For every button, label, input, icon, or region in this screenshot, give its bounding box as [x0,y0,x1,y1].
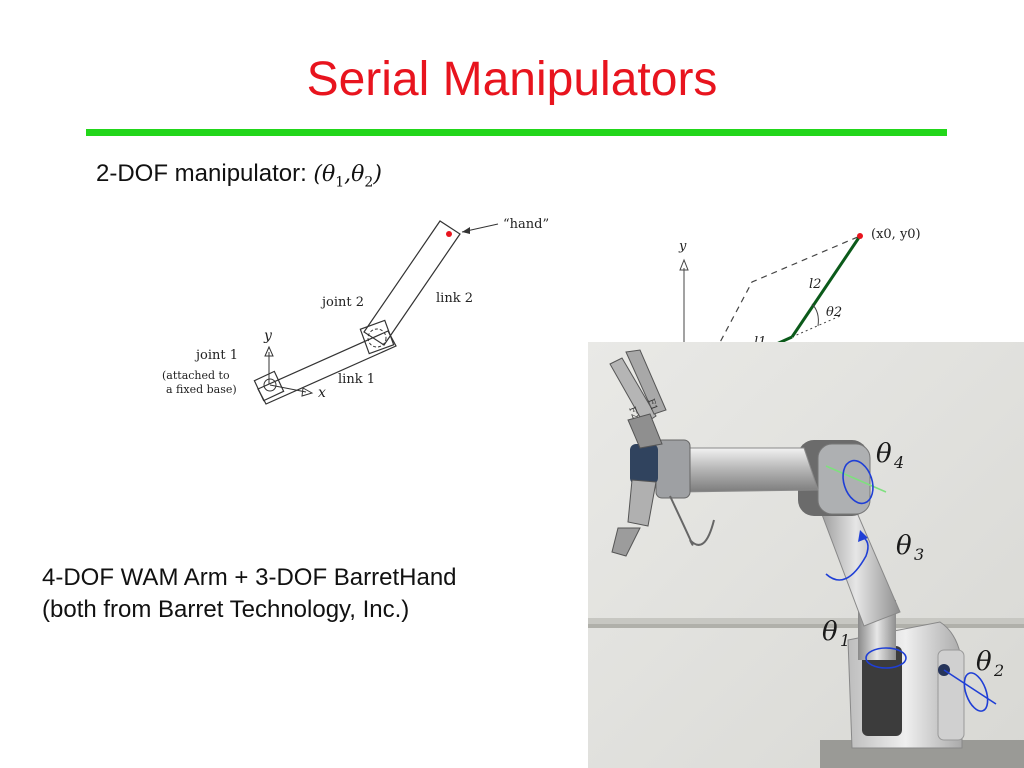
hand-label: “hand” [503,217,549,232]
joint2-box [359,319,395,355]
caption: 4-DOF WAM Arm + 3-DOF BarretHand (both f… [42,562,457,626]
finger-label-f2: F2 [626,406,639,421]
theta1-label: θ 1 [822,617,850,650]
subtitle: 2-DOF manipulator: (θ1,θ2) [96,160,382,190]
finger-label-f1: F1 [645,398,658,413]
x-axis [269,384,307,393]
x-label: x [318,385,326,401]
link2-shape [363,220,461,346]
subtitle-text: 2-DOF manipulator: [96,160,314,187]
theta3-label: θ 3 [896,531,924,564]
joint1-circle [263,378,277,392]
svg-text:4: 4 [893,453,904,472]
link1-extension [791,315,841,338]
y-label-right: y [678,239,687,254]
svg-text:θ: θ [976,647,992,677]
joint2-label: joint 2 [320,295,364,310]
y-label: y [263,328,273,344]
joint1-label: joint 1 [194,348,238,363]
svg-text:1: 1 [840,631,850,650]
caption-line1: 4-DOF WAM Arm + 3-DOF BarretHand [42,564,457,591]
endpoint-label: (x0, y0) [871,227,921,242]
theta4-axis [825,465,887,493]
link1-label: link 1 [338,372,375,387]
robot-photo: F2 F1 θ 4 θ 3 θ [588,342,1024,768]
svg-text:2: 2 [993,661,1004,680]
link2-line [790,235,862,338]
hand-point [446,231,452,237]
caption-line2: (both from Barret Technology, Inc.) [42,596,410,623]
page-title: Serial Manipulators [306,53,718,106]
svg-text:θ: θ [876,439,892,469]
two-link-diagram: “hand” joint 2 link 2 y joint 1 (attache… [162,217,549,405]
base-label-line2: a fixed base) [166,383,237,396]
l2-label: l2 [809,277,821,292]
theta2-label: θ2 [826,305,842,320]
theta2-label-photo: θ 2 [976,647,1004,680]
theta4-label: θ 4 [876,439,904,472]
forearm [679,447,819,493]
svg-text:θ: θ [822,617,838,647]
barrett-hand [609,349,715,557]
subtitle-math: (θ1,θ2) [313,162,382,191]
svg-text:3: 3 [914,545,924,564]
title-underline [86,129,947,136]
theta2-arc [811,303,819,327]
link2-label: link 2 [436,291,473,306]
joint1-base [253,370,285,402]
joint2-circle [367,328,387,348]
base-label-line1: (attached to [162,369,230,382]
svg-text:θ: θ [896,531,912,561]
endpoint-dot [857,233,863,239]
rotation-arrows [825,459,997,712]
